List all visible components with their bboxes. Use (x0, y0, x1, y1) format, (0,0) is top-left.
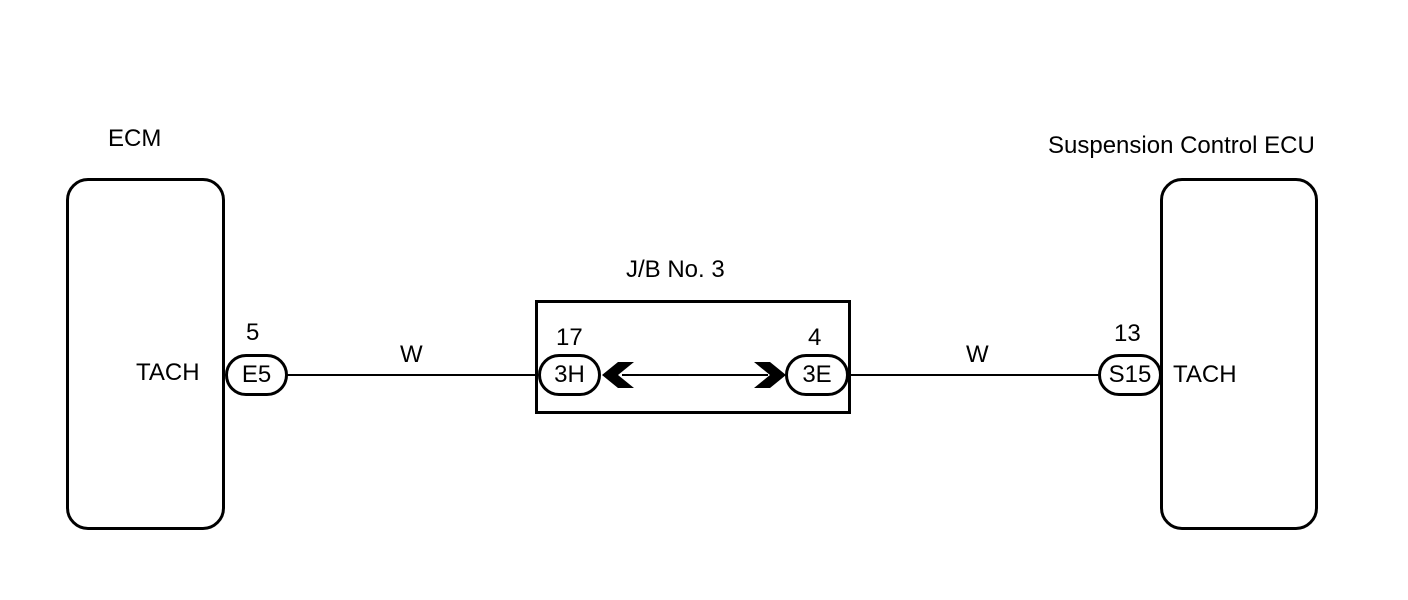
ecm-pin-number: 5 (246, 319, 260, 346)
ecm-box (66, 178, 225, 530)
ecu-terminal-label: TACH (1173, 361, 1237, 388)
ecu-connector-label: S15 (1108, 361, 1152, 388)
junction-arrow-right-icon (754, 362, 786, 388)
ecm-connector: E5 (225, 354, 288, 396)
ecu-pin-number: 13 (1114, 320, 1141, 347)
ecu-connector: S15 (1098, 354, 1162, 396)
jb-right-pin-number: 4 (808, 324, 822, 351)
jb-left-connector: 3H (538, 354, 601, 396)
jb-box (535, 300, 851, 414)
ecm-terminal-label: TACH (136, 359, 200, 386)
ecu-box (1160, 178, 1318, 530)
jb-left-pin-number: 17 (556, 324, 583, 351)
wire-color-left: W (400, 341, 423, 368)
jb-title: J/B No. 3 (626, 256, 725, 283)
junction-arrow-left-icon (602, 362, 634, 388)
ecm-title: ECM (108, 125, 162, 152)
wire-color-right: W (966, 341, 989, 368)
ecm-connector-label: E5 (241, 361, 272, 388)
jb-right-connector: 3E (785, 354, 849, 396)
ecu-title: Suspension Control ECU (1048, 132, 1315, 159)
jb-left-connector-label: 3H (554, 361, 585, 388)
jb-right-connector-label: 3E (802, 361, 832, 388)
